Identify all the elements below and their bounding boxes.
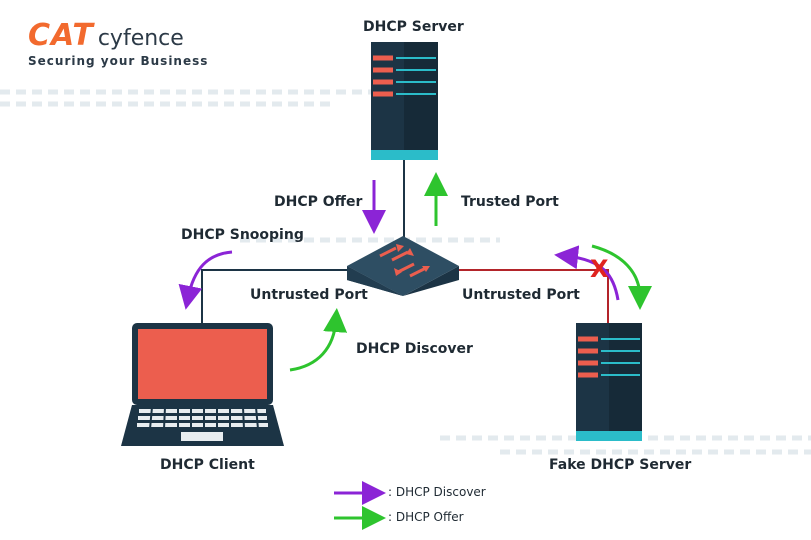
network-switch-icon xyxy=(347,236,459,296)
logo-suffix-text: cyfence xyxy=(97,26,184,51)
dhcp-discover-label: DHCP Discover xyxy=(356,341,473,357)
dhcp-server-icon xyxy=(371,42,438,160)
fake-dhcp-server-label: Fake DHCP Server xyxy=(549,457,692,473)
dhcp-offer-label: DHCP Offer xyxy=(274,194,363,210)
snooping-arrow xyxy=(178,250,233,310)
blocked-x-mark: X xyxy=(590,255,609,283)
legend-offer-text: : DHCP Offer xyxy=(388,510,464,524)
untrusted-port-left-label: Untrusted Port xyxy=(250,287,368,303)
trusted-port-label: Trusted Port xyxy=(461,194,559,210)
flow-arrows xyxy=(178,172,652,372)
dhcp-server-label: DHCP Server xyxy=(363,19,464,35)
fake-dhcp-server-icon xyxy=(576,323,642,441)
laptop-icon xyxy=(121,323,284,446)
logo-brand-text: CAT xyxy=(28,18,94,53)
background-dots xyxy=(0,89,811,455)
fake-discover-arrow xyxy=(554,245,620,301)
fake-offer-arrow xyxy=(591,244,652,310)
logo-tagline: Securing your Business xyxy=(28,54,209,68)
link-fake-switch xyxy=(455,269,609,324)
dhcp-client-label: DHCP Client xyxy=(160,457,255,473)
untrusted-port-right-label: Untrusted Port xyxy=(462,287,580,303)
dhcp-snooping-label: DHCP Snooping xyxy=(181,227,304,243)
legend-discover-text: : DHCP Discover xyxy=(388,485,486,499)
discover-arrow xyxy=(289,308,348,372)
